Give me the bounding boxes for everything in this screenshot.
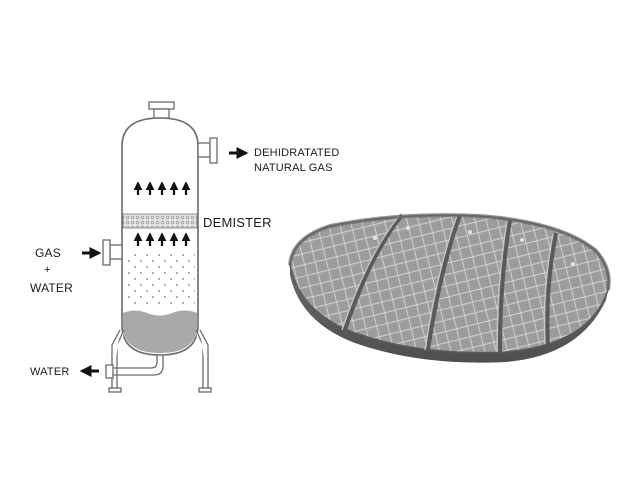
pad-segment-joints [343, 213, 558, 353]
demister-label: DEMISTER [203, 215, 272, 230]
water-outlet-label: WATER [30, 366, 70, 378]
gas-outlet-nozzle [197, 142, 211, 158]
demister-pad-render [288, 213, 611, 363]
gas-outlet-flange [209, 137, 218, 164]
inlet-flange [102, 239, 111, 266]
top-nozzle [153, 108, 170, 119]
separator-vessel [79, 101, 249, 393]
gas-flow-arrows-upper [133, 181, 191, 195]
outlet-label-line2: NATURAL GAS [254, 162, 333, 174]
inlet-label-line1: GAS [35, 246, 61, 260]
inlet-label-line3: WATER [30, 281, 73, 295]
outlet-label-line1: DEHIDRATATED [254, 147, 340, 159]
gas-flow-arrows-lower [133, 232, 191, 246]
top-flange [148, 101, 175, 110]
pad-clips [373, 226, 575, 266]
water-drain-pipe [105, 355, 164, 379]
water-level [123, 310, 197, 353]
inlet-label-line2: + [44, 264, 51, 276]
inlet-nozzle [109, 244, 123, 260]
demister-pad [122, 213, 198, 229]
vessel-legs [108, 329, 212, 393]
droplets [126, 252, 195, 304]
